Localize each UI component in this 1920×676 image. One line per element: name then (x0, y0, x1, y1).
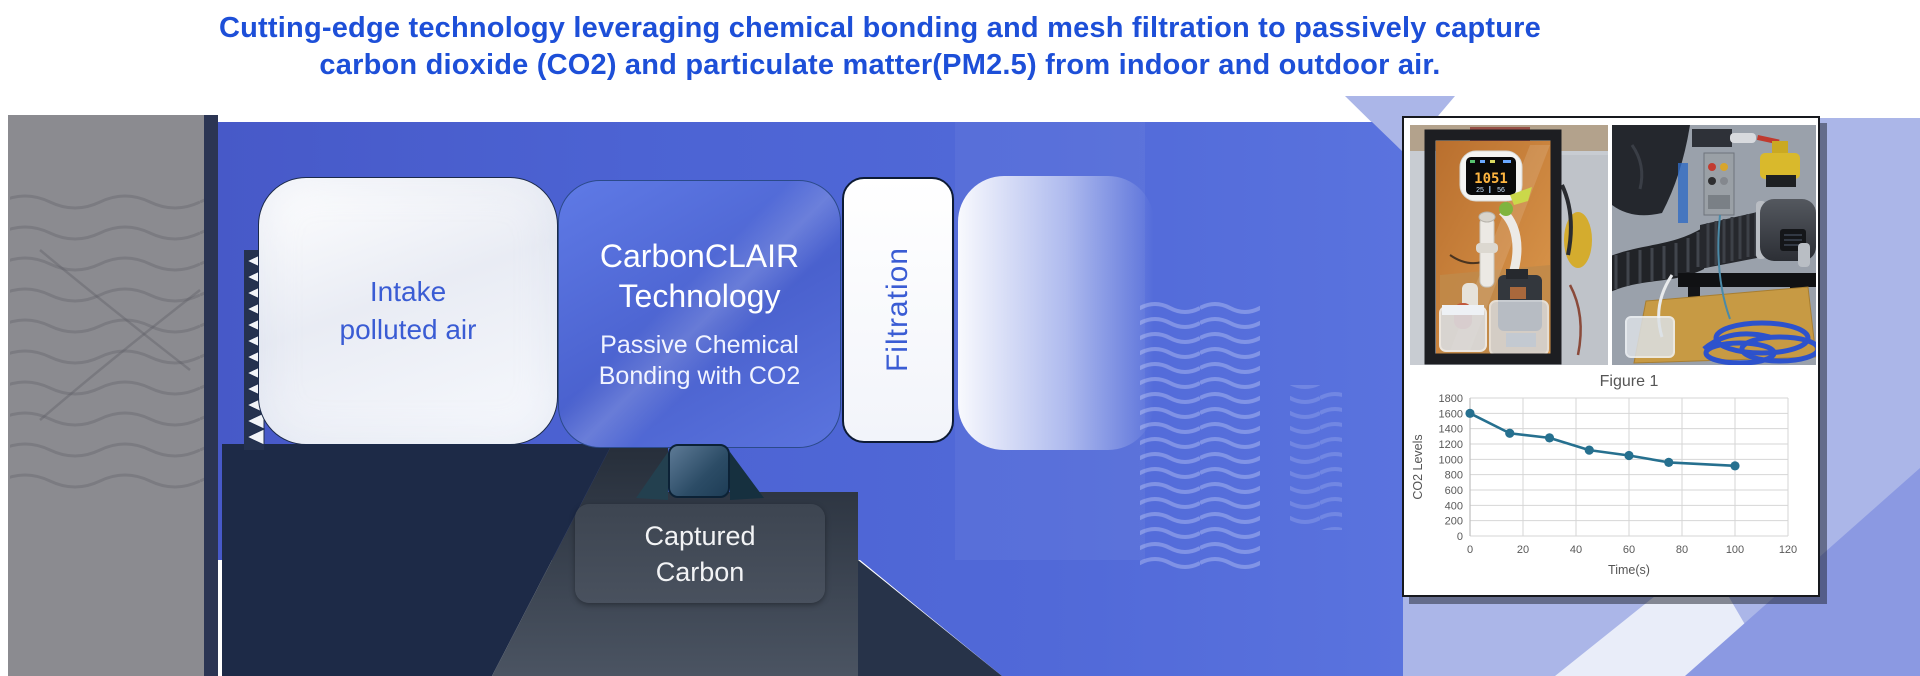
air-out-waves-2 (1290, 385, 1342, 530)
title-line-2: carbon dioxide (CO2) and particulate mat… (319, 49, 1441, 81)
chart-ytick-label: 800 (1445, 470, 1463, 482)
co2-monitor-reading: 1051 (1474, 171, 1508, 187)
chart-data-point (1544, 433, 1555, 443)
photo-test-chamber: 1051 25 56 (1410, 125, 1608, 365)
chart-ytick-label: 200 (1445, 516, 1463, 528)
chart-ytick-label: 1000 (1439, 454, 1463, 466)
chart-data-point (1505, 428, 1515, 438)
navy-transition-wedge (858, 560, 1002, 676)
photo-duct-fan-rig (1612, 125, 1816, 365)
title-line-1: Cutting-edge technology leveraging chemi… (219, 12, 1541, 44)
chart-series-line (1468, 412, 1737, 468)
air-out-waves (1140, 300, 1260, 570)
connector-wing-right (730, 452, 764, 500)
shadow-sliver (204, 115, 218, 676)
chart-xlabel: Time(s) (1608, 563, 1650, 577)
clean-air-fade-box (958, 176, 1154, 450)
co2-monitor-screen (1466, 157, 1516, 195)
chart-xtick-label: 80 (1676, 544, 1688, 556)
figure-1-chart: 0 200 400 600 800 1000 1200 1400 1600 1800 0 20 40 60… (1411, 373, 1797, 577)
filtration-box: Filtration (842, 177, 954, 443)
intake-label: Intake polluted air (339, 276, 477, 345)
monitor-humidity: 56 (1497, 187, 1505, 194)
chart-ytick-label: 1600 (1439, 408, 1463, 420)
chart-data-point (1664, 457, 1674, 467)
blue-cable-coils (1702, 320, 1816, 365)
chart-ytick-label: 1400 (1439, 424, 1463, 436)
chart-title: Figure 1 (1600, 373, 1659, 390)
chart-data-point (1584, 445, 1594, 455)
filtration-label: Filtration (881, 247, 914, 373)
connector-wing-left (636, 452, 668, 500)
chart-ytick-label: 0 (1457, 531, 1463, 543)
page-title: Cutting-edge technology leveraging chemi… (150, 10, 1610, 84)
captured-carbon-label: Captured Carbon (644, 520, 756, 587)
chart-data-point (1624, 450, 1634, 461)
tech-title: CarbonCLAIR Technology (599, 238, 800, 314)
chart-ytick-label: 1200 (1439, 439, 1463, 451)
captured-carbon-box: Captured Carbon (575, 504, 825, 603)
intake-box: Intake polluted air (258, 177, 558, 445)
chart-ylabel: CO2 Levels (1411, 434, 1425, 499)
chart-ytick-label: 600 (1445, 485, 1463, 497)
chart-xtick-label: 40 (1570, 544, 1582, 556)
air-squiggle-texture (10, 180, 206, 490)
navy-under-block (222, 444, 612, 676)
chart-xtick-label: 100 (1726, 544, 1744, 556)
chart-xtick-label: 60 (1623, 544, 1635, 556)
chart-xtick-label: 120 (1779, 544, 1797, 556)
chart-ytick-label: 1800 (1439, 393, 1463, 405)
chart-data-point (1465, 408, 1475, 418)
chart-xtick-label: 0 (1467, 544, 1473, 556)
periwinkle-corner-wedge (1345, 96, 1455, 155)
results-panel: 1051 25 56 (1402, 116, 1820, 597)
tech-subtitle: Passive Chemical Bonding with CO2 (598, 331, 801, 390)
chart-ytick-label: 400 (1445, 500, 1463, 512)
carbon-drop-connector (668, 444, 730, 498)
chart-xtick-label: 20 (1517, 544, 1529, 556)
monitor-temp: 25 (1476, 187, 1484, 194)
carbonclair-tech-box: CarbonCLAIR Technology Passive Chemical … (558, 180, 841, 448)
chart-data-point (1730, 461, 1740, 471)
